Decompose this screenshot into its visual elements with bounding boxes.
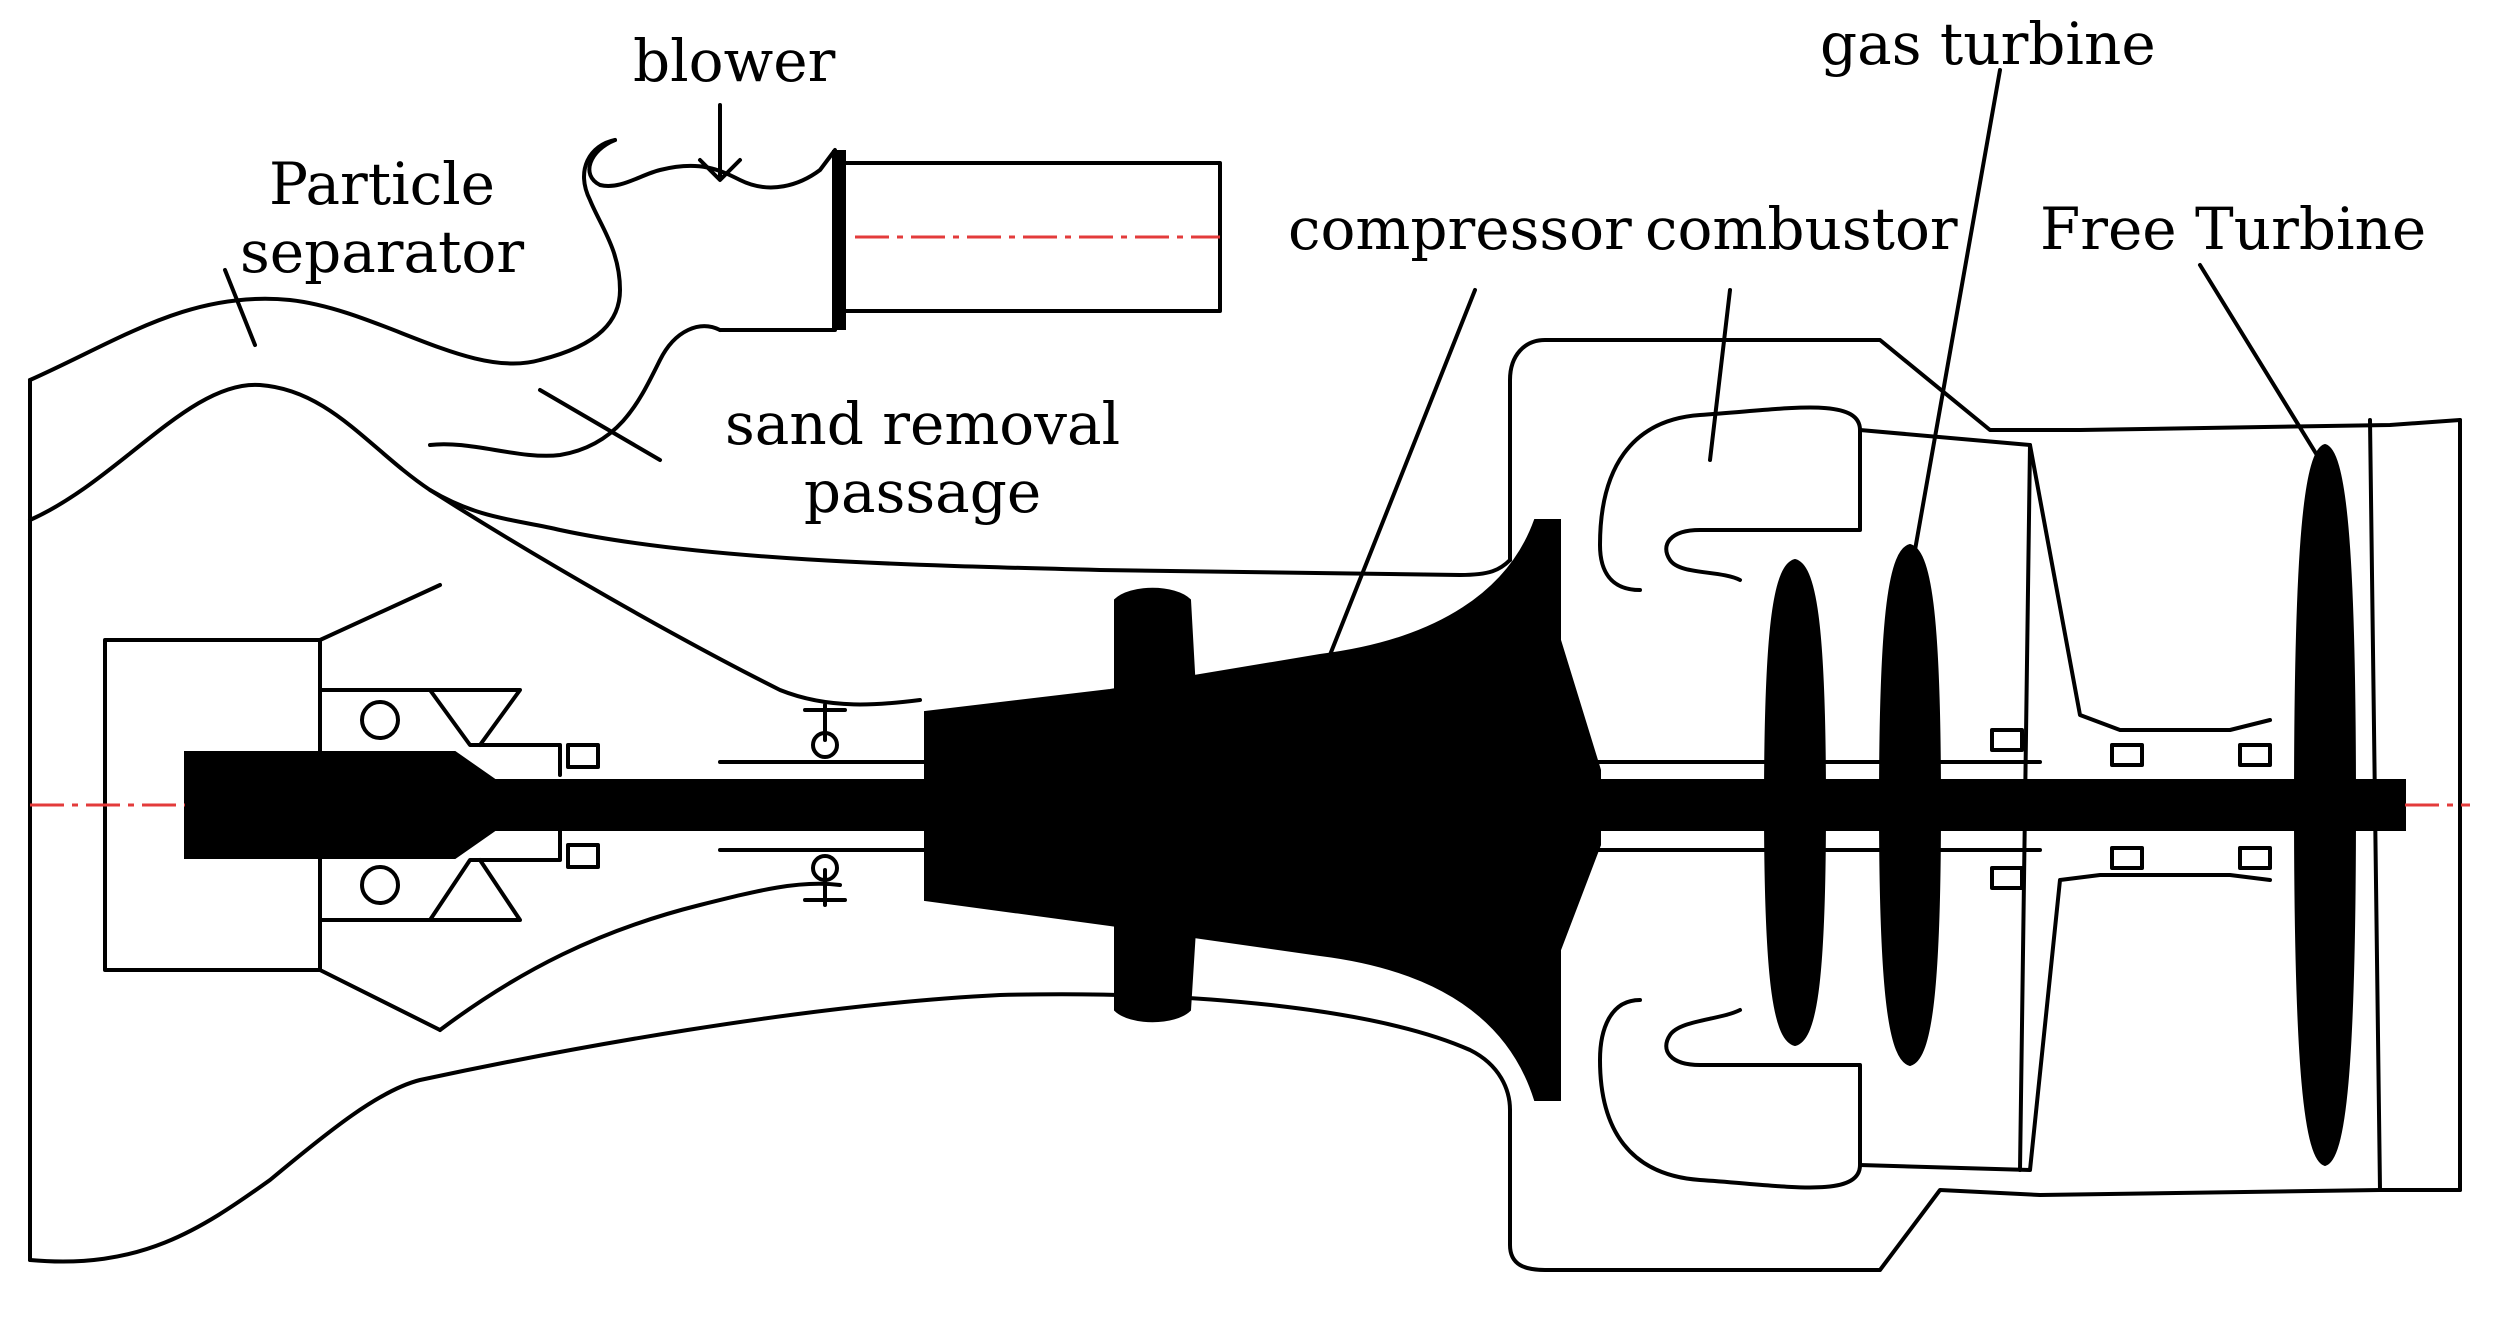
blower-flange	[832, 150, 846, 330]
bearing-support-bottom	[803, 868, 847, 907]
label-particle-separator: Particle separator	[240, 150, 524, 287]
combustor-casing-top	[1508, 338, 2462, 562]
label-combustor: combustor	[1645, 195, 1958, 263]
compressor-shroud-top	[428, 488, 922, 707]
small-bearing-bottom	[811, 854, 839, 882]
turbine-case-inner-bottom	[1858, 873, 2272, 1172]
gas-turbine-disk-1	[1763, 558, 1827, 1047]
bearing-square-2-bottom	[1990, 866, 2024, 890]
leader-gas-turbine	[1913, 68, 2002, 552]
label-particle-separator-line2: separator	[240, 218, 525, 287]
label-sand-removal-line2: passage	[803, 458, 1042, 527]
combustor-liner-bottom	[1598, 998, 1862, 1190]
small-bearing-top	[811, 731, 839, 759]
leader-free-turbine	[2198, 263, 2322, 462]
bearing-square-3-bottom	[2110, 846, 2144, 870]
compressor-blade-top	[1114, 587, 1197, 702]
label-sand-removal-passage: sand removal passage	[725, 390, 1120, 527]
bearing-square-1-bottom	[566, 843, 600, 869]
gas-turbine-disk-2	[1878, 543, 1942, 1067]
separator-inner-wall	[28, 382, 1512, 577]
blower-arrow	[698, 103, 742, 182]
label-particle-separator-line1: Particle	[269, 150, 495, 218]
compressor-shroud-bottom	[438, 881, 842, 1032]
leader-compressor	[1318, 288, 1477, 682]
sand-passage-lip	[428, 324, 722, 458]
bottom-outer-casing	[28, 992, 1512, 1264]
compressor-blade-bottom	[1114, 918, 1197, 1023]
bearing-ball-bottom	[360, 865, 400, 905]
bearing-ball-top	[360, 700, 400, 740]
turbine-case-inner-top	[1858, 428, 2272, 732]
bearing-square-2-top	[1990, 728, 2024, 752]
inlet-struts	[318, 583, 522, 1032]
combustor-liner-top	[1598, 405, 1862, 592]
leader-combustor	[1708, 288, 1732, 462]
bearing-square-3-top	[2110, 743, 2144, 767]
bearing-housing-bottom	[318, 828, 562, 922]
bearing-square-4-bottom	[2238, 846, 2272, 870]
compressor-rotor	[924, 519, 1601, 1101]
leader-sand-removal	[538, 388, 662, 462]
label-free-turbine: Free Turbine	[2040, 195, 2427, 263]
combustor-casing-bottom	[1508, 1108, 2462, 1272]
label-compressor: compressor	[1288, 195, 1632, 263]
bearing-square-4-top	[2238, 743, 2272, 767]
inlet-outer-casing-top	[28, 138, 622, 382]
bearing-square-1-top	[566, 743, 600, 769]
bearing-housing-top	[318, 688, 562, 777]
label-sand-removal-line1: sand removal	[725, 390, 1121, 458]
blower-housing	[587, 138, 837, 332]
label-blower: blower	[633, 27, 836, 95]
label-gas-turbine: gas turbine	[1820, 10, 2156, 78]
leader-particle-separator	[223, 268, 257, 347]
free-turbine-disk	[2293, 443, 2357, 1167]
